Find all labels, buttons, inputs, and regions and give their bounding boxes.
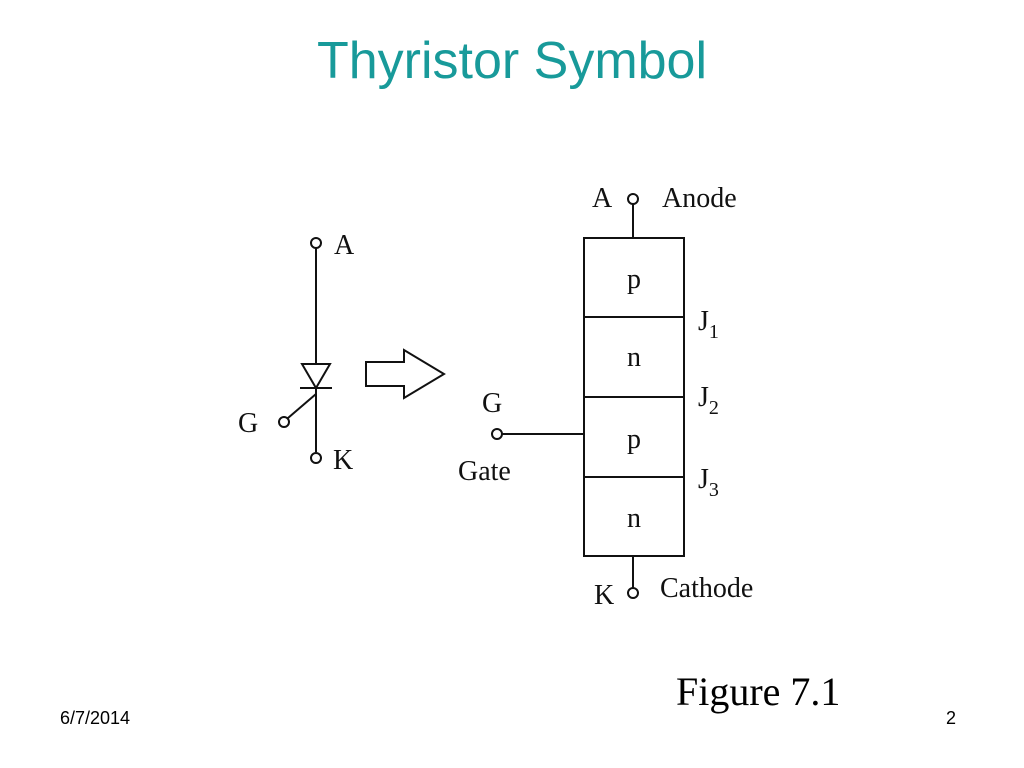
gate-letter: G [482, 388, 502, 419]
layer-label-4: n [627, 503, 641, 534]
cathode-letter: K [594, 580, 614, 611]
layer-label-2: n [627, 342, 641, 373]
anode-terminal [627, 193, 639, 205]
cathode-label: Cathode [660, 573, 753, 604]
junction-subscript-2: 2 [709, 397, 719, 419]
gate-label: Gate [458, 456, 511, 487]
junction-letter-2: J [698, 382, 709, 413]
junction-letter-3: J [698, 464, 709, 495]
symbol-gate-letter: G [238, 408, 258, 439]
layer-label-1: p [627, 264, 641, 295]
diode-triangle [300, 363, 332, 390]
symbol-gate-terminal [278, 416, 290, 428]
symbol-cathode-letter: K [333, 445, 353, 476]
symbol-cathode-terminal [310, 452, 322, 464]
junction-label-2: J2 [698, 382, 719, 419]
thyristor-circuit-symbol [278, 237, 332, 464]
junction-subscript-3: 3 [709, 479, 719, 501]
symbol-anode-terminal [310, 237, 322, 249]
junction-subscript-1: 1 [709, 321, 719, 343]
junction-label-1: J1 [698, 306, 719, 343]
junction-letter-1: J [698, 306, 709, 337]
slide-title: Thyristor Symbol [316, 32, 708, 90]
footer-date: 6/7/2014 [60, 708, 131, 728]
four-layer-structure [491, 193, 685, 599]
symbol-gate-lead [287, 393, 317, 419]
cathode-terminal [627, 587, 639, 599]
figure-caption: Figure 7.1 [676, 669, 841, 714]
symbol-anode-letter: A [334, 230, 355, 261]
page-number: 2 [946, 708, 957, 728]
anode-letter: A [592, 183, 613, 214]
layer-label-3: p [627, 424, 641, 455]
anode-label: Anode [662, 183, 737, 214]
junction-label-3: J3 [698, 464, 719, 501]
gate-terminal [491, 428, 503, 440]
equivalence-arrow [365, 348, 446, 400]
